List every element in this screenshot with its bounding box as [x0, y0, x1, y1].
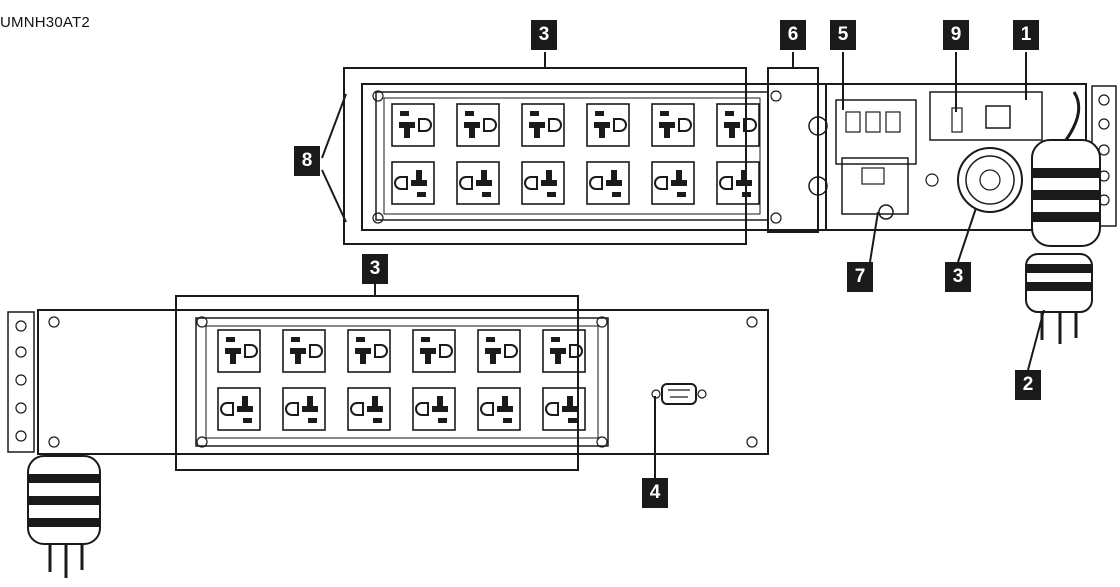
- top-outlet-8: [456, 161, 500, 205]
- model-number: UMNH30AT2: [0, 14, 90, 31]
- breaker-switch-a: [845, 111, 861, 133]
- network-card: [929, 91, 1043, 141]
- callout-8: 8: [294, 146, 320, 176]
- bottom-outlet-9: [347, 387, 391, 431]
- bottom-outlet-10: [412, 387, 456, 431]
- top-outlet-3: [521, 103, 565, 147]
- bottom-chassis: [37, 309, 769, 455]
- callout-2: 2: [1015, 370, 1041, 400]
- breaker-switch-b: [865, 111, 881, 133]
- bottom-outlet-7: [217, 387, 261, 431]
- bottom-outlet-11: [477, 387, 521, 431]
- callout-leaders: [175, 52, 1045, 478]
- callout-3-bottom: 3: [362, 254, 388, 284]
- callout-9: 9: [943, 20, 969, 50]
- lcd-display: [841, 157, 909, 215]
- top-outlet-2: [456, 103, 500, 147]
- serial-port: [661, 383, 697, 405]
- top-outlet-1: [391, 103, 435, 147]
- breaker-panel: [835, 99, 917, 165]
- callout-1: 1: [1013, 20, 1039, 50]
- top-outlet-9: [521, 161, 565, 205]
- rack-ear-left: [7, 311, 35, 453]
- top-outlet-10: [586, 161, 630, 205]
- top-outlet-5: [651, 103, 695, 147]
- ethernet-port: [985, 105, 1011, 129]
- bottom-outlet-plate: [195, 317, 609, 447]
- bottom-outlet-1: [217, 329, 261, 373]
- callout-3-right: 3: [945, 262, 971, 292]
- display-screw: [878, 204, 894, 220]
- top-outlet-12: [716, 161, 760, 205]
- bottom-outlet-8: [282, 387, 326, 431]
- callout-4: 4: [642, 478, 668, 508]
- callout-3-top: 3: [531, 20, 557, 50]
- breaker-switch-c: [885, 111, 901, 133]
- top-outlet-6: [716, 103, 760, 147]
- twist-lock-receptacle: [957, 147, 1023, 213]
- bottom-outlet-4: [412, 329, 456, 373]
- top-outlet-7: [391, 161, 435, 205]
- top-outlet-4: [586, 103, 630, 147]
- callout-7: 7: [847, 262, 873, 292]
- bottom-pdu-unit: [7, 309, 769, 578]
- callout-5: 5: [830, 20, 856, 50]
- callout-6: 6: [780, 20, 806, 50]
- top-outlet-11: [651, 161, 695, 205]
- bottom-outlet-3: [347, 329, 391, 373]
- bottom-outlet-5: [477, 329, 521, 373]
- bottom-outlet-2: [282, 329, 326, 373]
- callout-3-frame-bottom: [175, 295, 579, 471]
